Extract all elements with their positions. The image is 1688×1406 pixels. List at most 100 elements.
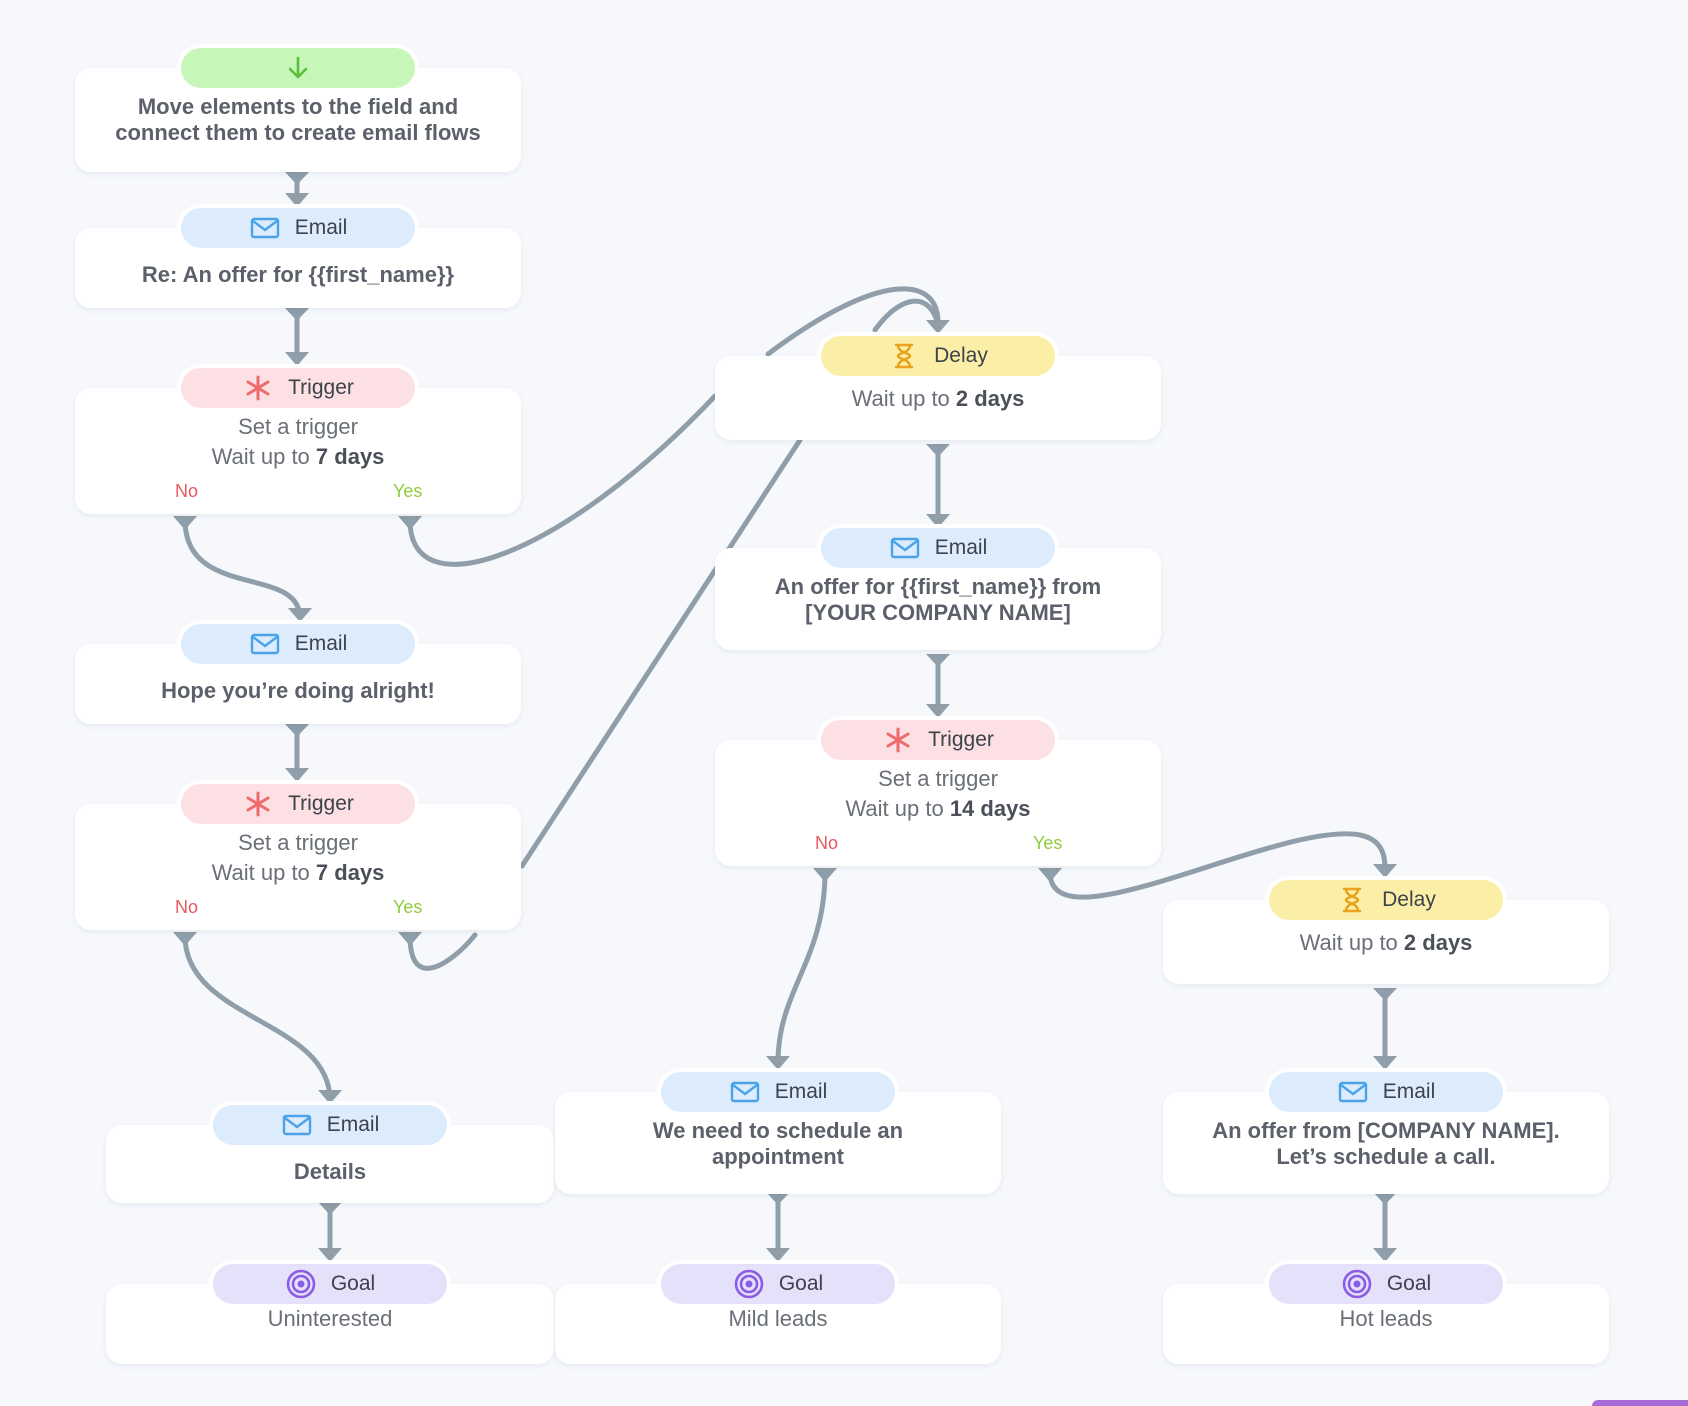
wire-trigger3-no-to-email5[interactable] xyxy=(775,869,828,1065)
trigger-set-text: Set a trigger xyxy=(238,414,358,439)
corner-tab[interactable] xyxy=(1592,1400,1688,1406)
wait-prefix: Wait up to xyxy=(851,386,950,411)
email-card: An offer for {{first_name}} from [YOUR C… xyxy=(715,548,1161,650)
trigger-pill: Trigger xyxy=(821,720,1055,760)
arrow-out-trigger2-yes xyxy=(398,932,422,946)
target-icon xyxy=(285,1268,317,1300)
goal-label: Goal xyxy=(1386,1272,1432,1295)
hourglass-icon xyxy=(1336,884,1368,916)
arrow-out-delay1 xyxy=(926,444,950,457)
email-label: Email xyxy=(294,632,348,655)
delay-pill: Delay xyxy=(1269,880,1503,920)
node-start[interactable]: Move elements to the field and connect t… xyxy=(75,48,521,172)
node-goal-3[interactable]: Goal Hot leads xyxy=(1163,1264,1609,1364)
arrow-into-trigger2 xyxy=(285,768,309,782)
branch-yes-label[interactable]: Yes xyxy=(1033,833,1063,853)
arrow-out-trigger3-yes xyxy=(1038,868,1062,882)
email-label: Email xyxy=(934,536,988,559)
email-card: An offer from [COMPANY NAME]. Let’s sche… xyxy=(1163,1092,1609,1194)
asterisk-icon xyxy=(242,372,274,404)
email-subject: Hope you’re doing alright! xyxy=(161,678,435,703)
asterisk-icon xyxy=(882,724,914,756)
asterisk-icon xyxy=(242,788,274,820)
node-trigger-1[interactable]: Trigger Set a trigger Wait up to 7 days … xyxy=(75,368,521,514)
arrow-out-email4 xyxy=(926,654,950,667)
goal-label: Goal xyxy=(778,1272,824,1295)
email-subject: An offer for {{first_name}} from [YOUR C… xyxy=(774,574,1102,625)
wait-value: 2 days xyxy=(955,386,1025,411)
arrow-out-start xyxy=(285,172,309,185)
arrow-into-trigger3 xyxy=(926,704,950,718)
wait-prefix: Wait up to xyxy=(845,796,944,821)
email-pill: Email xyxy=(181,624,415,664)
email-pill: Email xyxy=(181,208,415,248)
goal-text: Mild leads xyxy=(728,1306,828,1331)
node-email-2[interactable]: Email Hope you’re doing alright! xyxy=(75,624,521,724)
arrow-into-email6 xyxy=(1373,1056,1397,1070)
delay-label: Delay xyxy=(934,344,988,367)
arrow-out-trigger1-yes xyxy=(398,516,422,530)
wait-value: 2 days xyxy=(1403,930,1473,955)
arrow-into-email4 xyxy=(926,514,950,528)
node-email-3[interactable]: Email Details xyxy=(106,1105,554,1203)
wait-value: 14 days xyxy=(949,796,1031,821)
arrow-out-trigger3-no xyxy=(813,868,837,882)
trigger-card: Set a trigger Wait up to 7 days No Yes xyxy=(75,388,521,514)
envelope-icon xyxy=(889,532,921,564)
wire-trigger1-no-to-email2[interactable] xyxy=(182,517,303,621)
arrow-into-goal3 xyxy=(1373,1248,1397,1262)
node-goal-2[interactable]: Goal Mild leads xyxy=(555,1264,1001,1364)
trigger-card: Set a trigger Wait up to 7 days No Yes xyxy=(75,804,521,930)
arrow-out-trigger2-no xyxy=(173,932,197,946)
email-subject: We need to schedule an appointment xyxy=(652,1118,904,1169)
wire-delay1-loop-inner[interactable] xyxy=(872,298,941,333)
email-pill: Email xyxy=(1269,1072,1503,1112)
node-delay-1[interactable]: Delay Wait up to 2 days xyxy=(715,336,1161,440)
delay-label: Delay xyxy=(1382,888,1436,911)
goal-pill: Goal xyxy=(213,1264,447,1304)
arrow-out-delay2 xyxy=(1373,988,1397,1001)
node-email-1[interactable]: Email Re: An offer for {{first_name}} xyxy=(75,208,521,308)
trigger-pill: Trigger xyxy=(181,368,415,408)
start-pill xyxy=(181,48,415,88)
email-label: Email xyxy=(326,1113,380,1136)
trigger-label: Trigger xyxy=(288,376,354,399)
goal-label: Goal xyxy=(330,1272,376,1295)
email-label: Email xyxy=(1382,1080,1436,1103)
arrow-into-trigger1 xyxy=(285,352,309,366)
branch-no-label[interactable]: No xyxy=(175,897,199,917)
branch-yes-label[interactable]: Yes xyxy=(393,481,423,501)
wait-value: 7 days xyxy=(315,444,385,469)
hourglass-icon xyxy=(888,340,920,372)
wire-trigger2-no-to-email3[interactable] xyxy=(182,933,333,1103)
envelope-icon xyxy=(729,1076,761,1108)
wait-value: 7 days xyxy=(315,860,385,885)
node-trigger-2[interactable]: Trigger Set a trigger Wait up to 7 days … xyxy=(75,784,521,930)
goal-text: Hot leads xyxy=(1339,1306,1433,1331)
goal-pill: Goal xyxy=(1269,1264,1503,1304)
node-trigger-3[interactable]: Trigger Set a trigger Wait up to 14 days… xyxy=(715,720,1161,866)
node-delay-2[interactable]: Delay Wait up to 2 days xyxy=(1163,880,1609,984)
node-goal-1[interactable]: Goal Uninterested xyxy=(106,1264,554,1364)
wire-trigger2-yes-to-delay1[interactable] xyxy=(407,932,478,971)
branch-no-label[interactable]: No xyxy=(815,833,839,853)
node-email-6[interactable]: Email An offer from [COMPANY NAME]. Let’… xyxy=(1163,1072,1609,1194)
envelope-icon xyxy=(1337,1076,1369,1108)
email-label: Email xyxy=(774,1080,828,1103)
node-email-4[interactable]: Email An offer for {{first_name}} from [… xyxy=(715,528,1161,650)
branch-no-label[interactable]: No xyxy=(175,481,199,501)
target-icon xyxy=(733,1268,765,1300)
node-email-5[interactable]: Email We need to schedule an appointment xyxy=(555,1072,1001,1194)
email-pill: Email xyxy=(213,1105,447,1145)
delay-wait-text: Wait up to 2 days xyxy=(715,384,1161,414)
trigger-label: Trigger xyxy=(288,792,354,815)
trigger-wait-text: Wait up to 14 days xyxy=(715,794,1161,824)
wait-prefix: Wait up to xyxy=(1299,930,1398,955)
arrow-into-email2 xyxy=(288,608,312,622)
trigger-pill: Trigger xyxy=(181,784,415,824)
arrow-into-delay1 xyxy=(926,320,950,334)
delay-wait-text: Wait up to 2 days xyxy=(1163,928,1609,958)
arrow-into-email3 xyxy=(318,1090,342,1104)
branch-yes-label[interactable]: Yes xyxy=(393,897,423,917)
